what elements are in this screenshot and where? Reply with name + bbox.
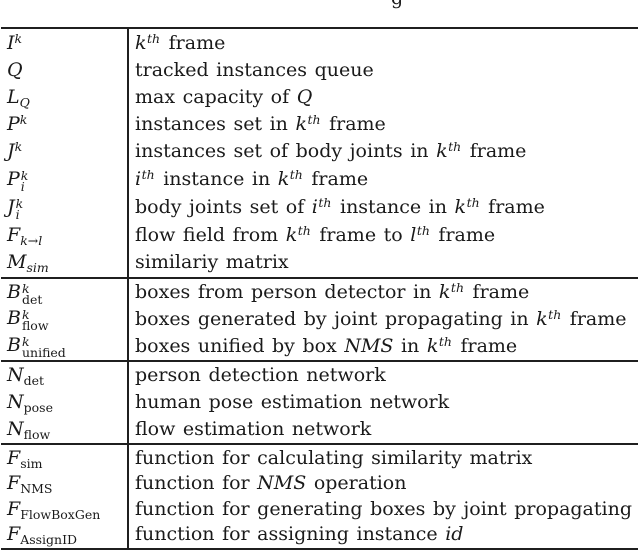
description-cell: function for assigning instance id	[135, 523, 464, 546]
section-rule-3	[1, 443, 638, 445]
description-cell: human pose estimation network	[135, 390, 450, 413]
table-row: FNMS function for NMS operation	[0, 472, 640, 497]
table-row: LQ max capacity of Q	[0, 86, 640, 111]
symbol-cell: Ik	[7, 30, 23, 54]
description-cell: body joints set of ith instance in kth f…	[135, 195, 545, 219]
table-row: Npose human pose estimation network	[0, 390, 640, 415]
table-row: Pk instances set in kth frame	[0, 113, 640, 135]
description-cell: ith instance in kth frame	[135, 167, 369, 191]
caption-fragment: g	[391, 0, 403, 9]
description-cell: function for generating boxes by joint p…	[135, 497, 632, 520]
table-top-rule	[1, 27, 638, 29]
description-cell: boxes from person detector in kth frame	[135, 280, 530, 304]
description-cell: function for NMS operation	[135, 472, 407, 495]
description-cell: instances set of body joints in kth fram…	[135, 139, 527, 163]
table-row: Fsim function for calculating similarity …	[0, 446, 640, 471]
symbol-cell: FAssignID	[7, 523, 78, 548]
table-row: Ndet person detection network	[0, 364, 640, 389]
description-cell: flow estimation network	[135, 417, 372, 440]
symbol-cell: Q	[7, 58, 23, 81]
table-bottom-rule	[1, 548, 638, 550]
symbol-cell: Msim	[7, 251, 49, 276]
symbol-cell: FFlowBoxGen	[7, 497, 101, 522]
symbol-cell: LQ	[7, 86, 30, 111]
symbol-cell: Jk	[7, 139, 23, 163]
symbol-cell: Npose	[7, 390, 53, 415]
table-row: Ik kth frame	[0, 32, 640, 54]
symbol-cell: Fk→l	[7, 224, 43, 249]
description-cell: kth frame	[135, 30, 226, 54]
section-rule-1	[1, 277, 638, 279]
description-cell: person detection network	[135, 364, 386, 387]
description-cell: function for calculating similarity matr…	[135, 446, 533, 469]
table-row: Fk→l flow field from kth frame to lth fra…	[0, 223, 640, 249]
symbol-cell: Fsim	[7, 446, 43, 471]
symbol-cell: Ndet	[7, 364, 45, 389]
table-row: Jk instances set of body joints in kth fr…	[0, 140, 640, 162]
table-section: Fsim function for calculating similarity …	[0, 445, 640, 547]
description-cell: similariy matrix	[135, 251, 289, 274]
table-row: Nflow flow estimation network	[0, 417, 640, 442]
description-cell: tracked instances queue	[135, 58, 374, 81]
symbol-cell: FNMS	[7, 472, 53, 497]
table-row: FFlowBoxGen function for generating boxes…	[0, 497, 640, 522]
description-cell: max capacity of Q	[135, 86, 313, 109]
section-rule-2	[1, 360, 638, 362]
description-cell: instances set in kth frame	[135, 112, 386, 136]
table-row: FAssignID function for assigning instance…	[0, 523, 640, 548]
description-cell: boxes generated by joint propagating in …	[135, 306, 627, 330]
description-cell: boxes unified by box NMS in kth frame	[135, 333, 518, 357]
column-divider-rule	[127, 28, 129, 548]
description-cell: flow field from kth frame to lth frame	[135, 223, 496, 247]
symbol-cell: Nflow	[7, 417, 51, 442]
symbol-cell: Pk	[7, 112, 28, 136]
table-row: Msim similariy matrix	[0, 251, 640, 276]
